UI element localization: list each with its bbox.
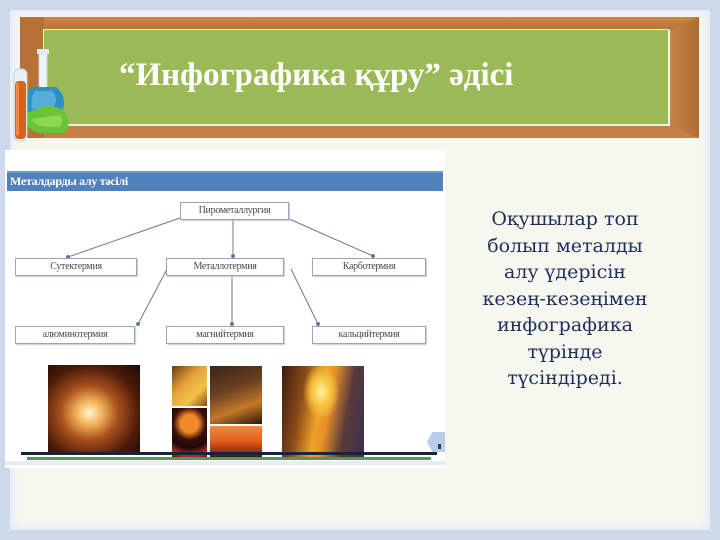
node-level2: магнийтермия — [166, 326, 284, 344]
furnace-sparks-photo — [48, 365, 140, 452]
infographic-header: Металдарды алу тәсілі — [7, 171, 443, 191]
page-title: “Инфографика құру” әдісі — [119, 57, 514, 93]
molten-metal-collage-photo-c — [172, 408, 207, 460]
lab-flask-test-tube-icon — [13, 49, 69, 142]
pouring-molten-metal-photo — [282, 366, 364, 458]
divider-dark — [21, 452, 437, 455]
node-level1: Металлотермия — [166, 258, 284, 276]
title-panel: “Инфографика құру” әдісі — [43, 29, 669, 125]
title-board: “Инфографика құру” әдісі — [20, 17, 699, 138]
molten-metal-collage-photo-a — [172, 366, 207, 406]
page-corner-tab — [427, 432, 445, 452]
node-level2: алюминотермия — [15, 326, 135, 344]
board-frame-right — [669, 17, 699, 138]
infographic-header-text: Металдарды алу тәсілі — [10, 174, 128, 188]
node-level1: Сутектермия — [15, 258, 137, 276]
task-description: Оқушылар топ болып металды алу үдерісін … — [482, 208, 648, 389]
node-level2: кальцийтермия — [312, 326, 426, 344]
node-level1: Карботермия — [312, 258, 426, 276]
molten-metal-collage-photo-b — [210, 366, 262, 424]
node-root: Пирометаллургия — [180, 202, 289, 220]
board-frame-top — [20, 17, 699, 29]
divider-pale — [5, 461, 445, 465]
infographic-image: Металдарды алу тәсілі Пирометаллургия Су… — [5, 150, 445, 468]
divider-green — [27, 457, 431, 460]
